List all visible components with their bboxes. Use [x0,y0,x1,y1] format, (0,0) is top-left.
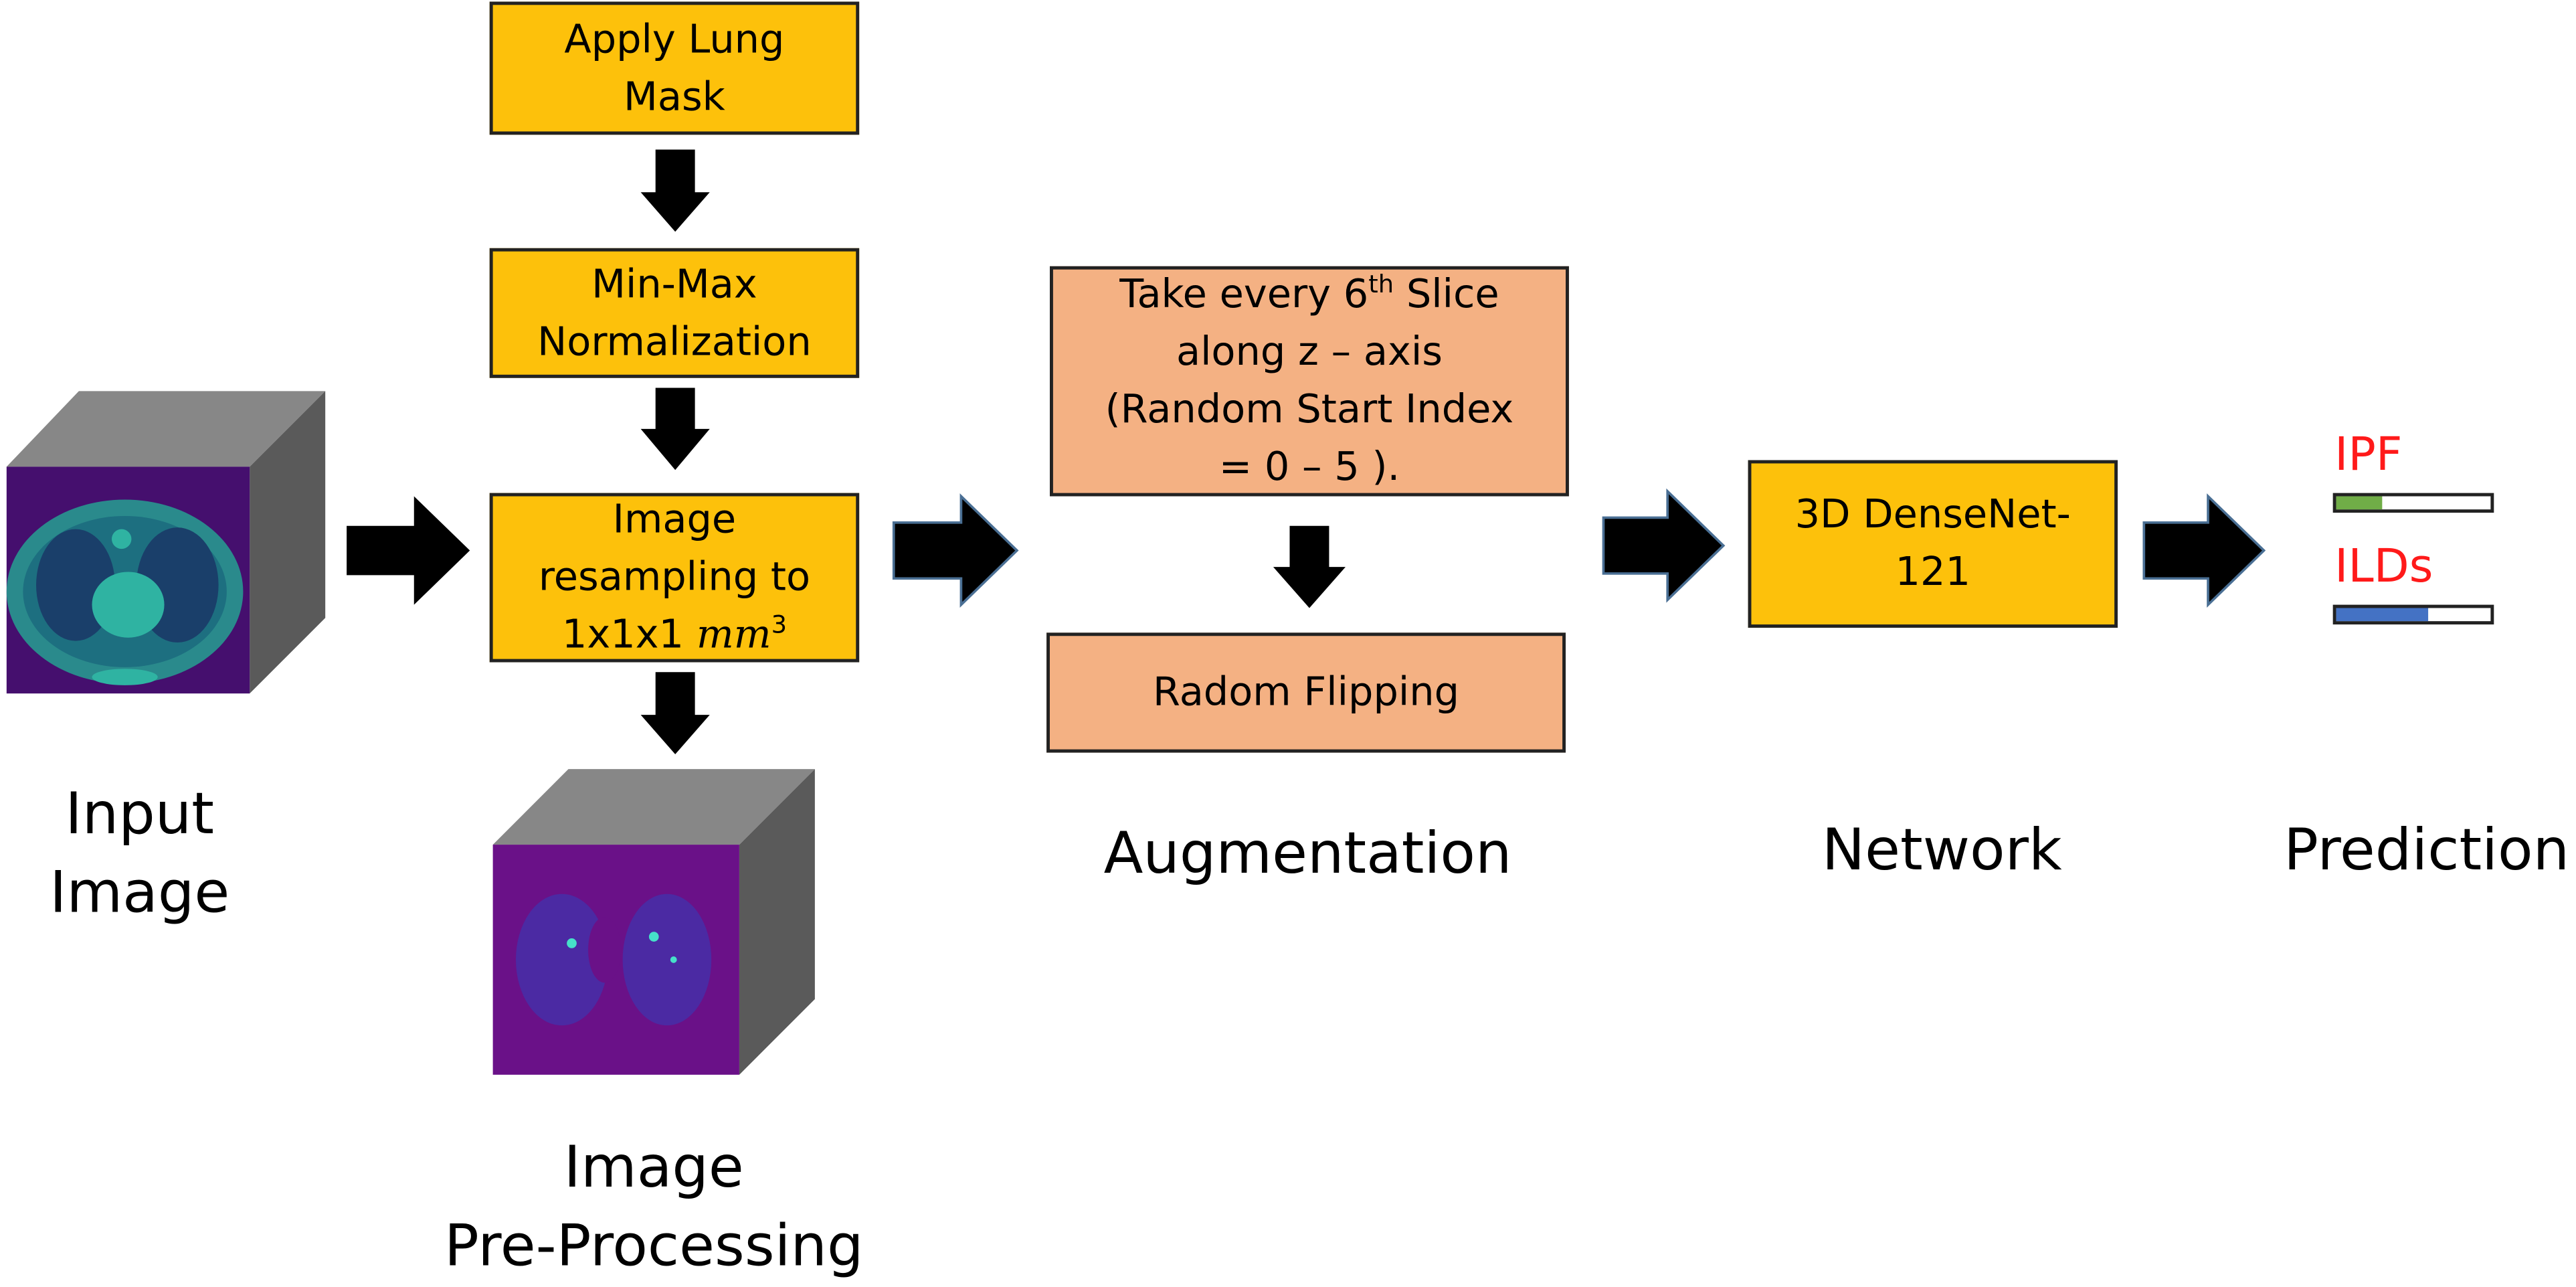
input-ct-volume [6,391,326,694]
slice-sampling-line-2: along z – axis [1176,329,1443,375]
min-max-line-1: Min-Max [591,260,757,307]
arrow-right-input [347,496,470,605]
arrow-down-slice-to-flip [1273,525,1346,608]
resampling-unit: mm [696,611,771,658]
apply-lung-mask-line-1: Apply Lung [564,15,785,62]
apply-lung-mask-line-2: Mask [624,73,725,120]
prediction-bar-ilds [2332,604,2494,625]
input-cube-side [250,391,326,694]
arrow-down-norm-to-resample [640,388,710,470]
caption-input-image: Input Image [25,776,255,934]
random-flipping-label: Radom Flipping [1153,669,1460,715]
input-cube-top [6,391,326,467]
slice-sampling-line-3: (Random Start Index [1105,386,1514,432]
caption-prediction: Prediction [2284,818,2570,885]
min-max-normalization-box: Min-Max Normalization [489,248,860,378]
resampling-exponent: 3 [771,609,788,640]
resampling-line-1: Image [612,496,737,543]
processed-cube-top [492,769,815,845]
arrow-right-preprocessing [892,493,1019,608]
prediction-label-ilds: ILDs [2334,539,2433,594]
caption-preprocessing-line-1: Image [563,1135,744,1201]
caption-network: Network [1821,818,2062,885]
slice-sampling-line-4: = 0 – 5 ). [1218,443,1400,490]
prediction-fill-ipf [2336,496,2383,510]
caption-preprocessing-line-2: Pre-Processing [444,1214,864,1280]
caption-image-preprocessing: Image Pre-Processing [391,1129,917,1287]
arrow-down-mask-to-norm [640,149,710,232]
slice-sampling-superscript: th [1368,269,1394,299]
densenet-box: 3D DenseNet- 121 [1748,460,2118,628]
resampling-line-2: resampling to [538,553,811,600]
processed-cube-side [739,769,815,1075]
arrow-down-resample-to-volume [640,672,710,755]
random-flipping-box: Radom Flipping [1046,632,1566,753]
prediction-bar-ipf [2332,493,2494,513]
prediction-label-ipf: IPF [2334,427,2403,482]
caption-input-line-1: Input [65,782,214,848]
resampling-line-3: 1x1x1 mm3 [562,606,787,664]
image-resampling-box: Image resampling to 1x1x1 mm3 [489,493,860,664]
apply-lung-mask-box: Apply Lung Mask [489,1,860,135]
slice-sampling-box: Take every 6th Slice along z – axis (Ran… [1050,266,1569,497]
arrow-right-augmentation [1602,488,1726,603]
arrow-right-network [2142,493,2266,608]
resampling-voxel-size: 1x1x1 [561,611,684,658]
densenet-line-2: 121 [1895,549,1971,595]
min-max-line-2: Normalization [537,318,812,364]
caption-augmentation: Augmentation [1103,821,1512,887]
caption-input-line-2: Image [50,861,230,927]
densenet-line-1: 3D DenseNet- [1795,491,2071,537]
prediction-fill-ilds [2336,608,2429,622]
slice-sampling-line-1: Take every 6th Slice [1119,269,1499,317]
processed-ct-volume [492,769,815,1075]
